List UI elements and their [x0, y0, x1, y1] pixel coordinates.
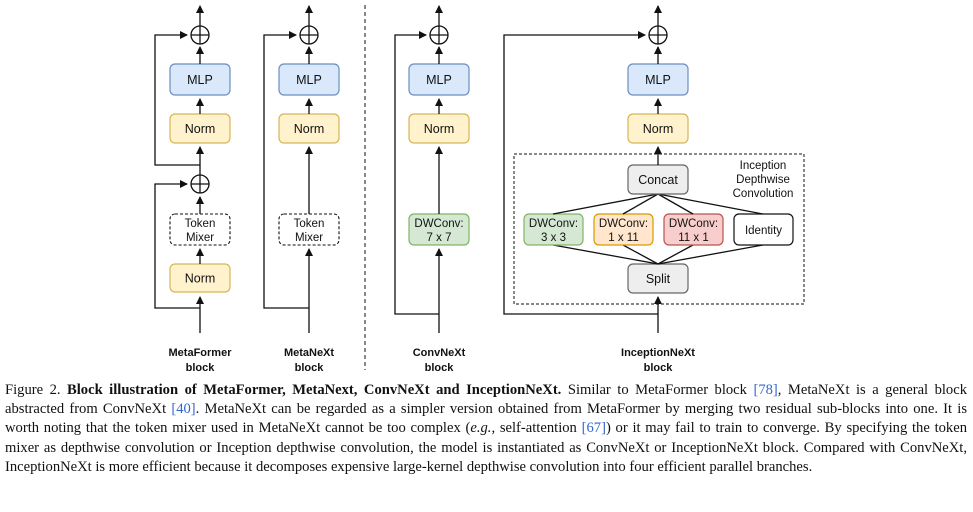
inception-annotation-line1: Inception [740, 160, 787, 172]
inceptionnext-block: Inception Depthwise Convolution Split DW… [503, 5, 805, 374]
metaformer-token-mixer-line2: Mixer [186, 232, 214, 244]
metaformer-label-line2: block [186, 362, 216, 374]
caption-text-4: , self-attention [491, 420, 577, 437]
metaformer-token-mixer-line1: Token [185, 218, 216, 230]
branch-identity-label: Identity [745, 225, 782, 237]
inceptionnext-label-line2: block [644, 362, 674, 374]
caption-title: Block illustration of MetaFormer, MetaNe… [67, 382, 562, 398]
convnext-dwconv-line1: DWConv: [414, 218, 463, 230]
caption-ref-67[interactable]: [67] [581, 420, 606, 437]
caption-figure-label: Figure 2. [5, 382, 61, 398]
convnext-dwconv-line2: 7 x 7 [427, 232, 452, 244]
inception-split-label: Split [646, 272, 671, 286]
inceptionnext-label-line1: InceptionNeXt [621, 347, 695, 359]
metanext-label-line2: block [295, 362, 325, 374]
metanext-mlp-label: MLP [296, 73, 322, 87]
metanext-token-mixer-line2: Mixer [295, 232, 323, 244]
inception-dwconv-region [513, 153, 805, 305]
metaformer-norm-upper-label: Norm [185, 122, 216, 136]
convnext-mlp-label: MLP [426, 73, 452, 87]
metanext-block: Token Mixer Norm MLP MetaNeXt block [263, 5, 340, 374]
caption-ref-40[interactable]: [40] [171, 401, 196, 418]
metaformer-norm-lower-label: Norm [185, 272, 216, 286]
branch-1x11-line2: 1 x 11 [608, 232, 638, 244]
caption-text-1: Similar to MetaFormer block [567, 382, 747, 398]
metanext-token-mixer-line1: Token [294, 218, 325, 230]
figure-caption: Figure 2. Block illustration of MetaForm… [5, 381, 967, 477]
branch-1x11-line1: DWConv: [599, 218, 648, 230]
branch-3x3-line1: DWConv: [529, 218, 578, 230]
metanext-norm-label: Norm [294, 122, 325, 136]
caption-text-2: , MetaNeXt is a general block abstracted… [5, 382, 967, 418]
caption-ref-78[interactable]: [78] [753, 382, 778, 398]
convnext-label-line2: block [425, 362, 455, 374]
branch-11x1-line1: DWConv: [669, 218, 718, 230]
branch-dwconv-11x1 [663, 213, 724, 246]
branch-3x3-line2: 3 x 3 [541, 232, 566, 244]
caption-text-3: . MetaNeXt can be regarded as a simpler … [5, 401, 967, 437]
branch-11x1-line2: 11 x 1 [678, 232, 708, 244]
inception-annotation-line3: Convolution [733, 188, 794, 200]
metaformer-mlp-label: MLP [187, 73, 213, 87]
inceptionnext-mlp-label: MLP [645, 73, 671, 87]
convnext-block: DWConv: 7 x 7 Norm MLP ConvNeXt block [394, 5, 470, 374]
inception-annotation-line2: Depthwise [736, 174, 790, 186]
inception-concat-label: Concat [638, 173, 678, 187]
metaformer-label-line1: MetaFormer [169, 347, 233, 359]
convnext-label-line1: ConvNeXt [413, 347, 466, 359]
caption-eg: e.g. [470, 420, 492, 437]
caption-text-5: ) or it may fail to train to converge. B… [5, 420, 967, 475]
convnext-norm-label: Norm [424, 122, 455, 136]
metanext-label-line1: MetaNeXt [284, 347, 334, 359]
metaformer-block: Norm Token Mixer Norm MLP MetaFormer blo… [154, 5, 233, 374]
block-diagram: Norm Token Mixer Norm MLP MetaFormer blo… [154, 5, 805, 374]
branch-identity [733, 213, 794, 246]
inceptionnext-norm-label: Norm [643, 122, 674, 136]
